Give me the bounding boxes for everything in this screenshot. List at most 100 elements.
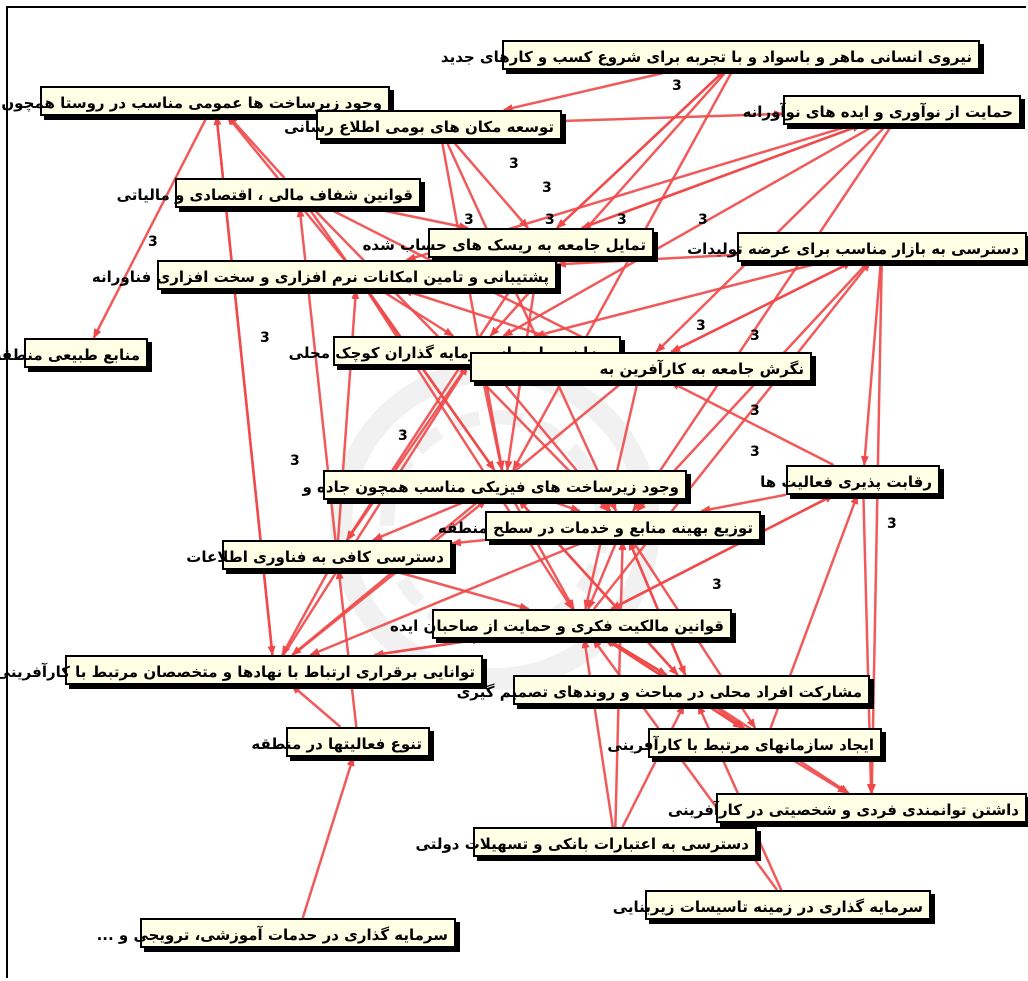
edge-n3-n14 — [444, 139, 618, 512]
edge-n7-n8 — [556, 253, 738, 268]
node-label: تنوع فعالیتها در منطقه — [251, 735, 422, 753]
edge-weight-label: 3 — [696, 318, 706, 334]
node-personal-capability[interactable]: داشتن توانمندی فردی و شخصیتی در کارآفرین… — [668, 793, 1027, 823]
edge-n19-n21 — [788, 756, 848, 795]
edge-weight-label: 3 — [464, 212, 474, 228]
edge-n18-n16 — [606, 637, 668, 677]
edge-n8-n10 — [380, 288, 455, 338]
edge-n15-n16 — [389, 568, 530, 611]
node-education-investment[interactable]: سرمایه گذاری در حدمات آموزشی، ترویجی و .… — [97, 918, 456, 948]
edge-n12-n14 — [700, 493, 787, 514]
edge-n5-n2 — [227, 115, 286, 179]
edge-n3-n6 — [451, 139, 529, 229]
node-label: منابع طبیعی منطقه — [0, 346, 140, 364]
edge-n1-n13 — [512, 69, 734, 471]
edge-n4-n14 — [632, 124, 893, 512]
edge-n3-n13 — [440, 139, 505, 471]
edge-n20-n17 — [290, 684, 342, 728]
edge-n16-n12 — [610, 493, 835, 611]
edge-n13-n15 — [372, 498, 470, 542]
node-financial-laws[interactable]: قوانین شفاف مالی ، اقتصادی و مالیاتی — [117, 178, 421, 208]
node-society-attitude[interactable]: نگرش جامعه به کارآفرین به — [470, 352, 812, 382]
node-infrastructure-investment[interactable]: سرمایه گذاری در زمینه تاسیسات زیربنایی — [613, 890, 931, 920]
node-activity-diversity[interactable]: تنوع فعالیتها در منطقه — [251, 727, 430, 757]
edge-weight-label: 3 — [672, 78, 682, 94]
edge-n14-n15 — [451, 538, 486, 547]
edge-n20-n15 — [335, 569, 358, 728]
node-label: تمایل جامعه به ریسک های حساب شده — [362, 236, 646, 254]
node-label: وجود زیرساخت ها عمومی مناسب در روستا همچ… — [1, 94, 382, 112]
edge-n22-n21 — [727, 820, 760, 829]
node-competitiveness[interactable]: رقابت پذیری فعالیت ها — [760, 465, 940, 495]
edge-n17-n16 — [374, 636, 483, 657]
edge-n22-n18 — [621, 704, 686, 828]
edge-n2-n9 — [92, 115, 209, 339]
node-label: مشارکت افراد محلی در مباحث و روندهای تصم… — [456, 683, 862, 701]
node-market-access[interactable]: دسترسی به بازار مناسب برای عرضه تولیدات — [687, 232, 1027, 262]
edge-weight-label: 3 — [698, 212, 708, 228]
edge-n7-n21 — [867, 261, 883, 794]
edge-weight-label: 3 — [398, 428, 408, 444]
node-label: نگرش جامعه به کارآفرین به — [599, 360, 804, 378]
node-label: داشتن توانمندی فردی و شخصیتی در کارآفرین… — [667, 801, 1019, 819]
edge-weight-label: 3 — [509, 156, 519, 172]
edge-n4-n10 — [502, 123, 877, 338]
edge-n17-n10 — [282, 365, 469, 656]
edge-n7-n12 — [860, 261, 883, 466]
node-label: توزیع بهینه منابع و خدمات در سطح منطقه — [437, 519, 753, 537]
edge-n7-n10 — [534, 260, 824, 338]
edge-weight-label: 3 — [617, 212, 627, 228]
edge-n18-n14 — [628, 540, 687, 676]
node-entrepreneurship-orgs[interactable]: ایجاد سازمانهای مرتبط با کارآفرینی — [607, 728, 882, 758]
node-label: توسعه مکان های بومی اطلاع رسانی — [284, 118, 554, 136]
node-it-access[interactable]: دسترسی کافی به فناوری اطلاعات — [186, 540, 452, 570]
node-tech-support[interactable]: پشتیبانی و تامین امکانات نرم افزاری و سخ… — [92, 260, 557, 290]
node-label: نیروی انسانی ماهر و باسواد و با تجربه بر… — [440, 48, 972, 66]
edge-weight-label: 3 — [750, 403, 760, 419]
node-label: دسترسی به اعتبارات بانکی و تسهیلات دولتی — [415, 835, 749, 853]
edge-n15-n17 — [281, 569, 330, 656]
edge-n23-n20 — [301, 756, 355, 919]
node-skilled-workforce[interactable]: نیروی انسانی ماهر و باسواد و با تجربه بر… — [441, 40, 980, 70]
edge-n3-n4 — [561, 110, 784, 123]
edge-n17-n13 — [291, 499, 488, 656]
edge-n16-n7 — [592, 261, 872, 610]
edge-weight-label: 3 — [750, 328, 760, 344]
node-ip-laws[interactable]: قوانین مالکیت فکری و حمایت از صاحبان اید… — [390, 609, 732, 639]
node-networking-ability[interactable]: توانایی برقراری ارتباط با نهادها و متخصص… — [0, 655, 483, 685]
edge-n22-n16 — [581, 638, 614, 828]
edge-weight-label: 3 — [712, 577, 722, 593]
node-label: وجود زیرساخت های فیزیکی مناسب همچون جاده… — [302, 478, 679, 496]
node-label: سرمایه گذاری در حدمات آموزشی، ترویجی و .… — [96, 926, 448, 944]
edge-n10-n15 — [346, 365, 468, 541]
edge-weight-label: 3 — [290, 453, 300, 469]
edge-n8-n13 — [366, 289, 496, 471]
node-label: حمایت از نوآوری و ایده های نوآورانه — [742, 103, 1013, 121]
edge-weight-label: 3 — [545, 212, 555, 228]
node-local-participation[interactable]: مشارکت افراد محلی در مباحث و روندهای تصم… — [457, 675, 870, 705]
edge-n13-n14 — [547, 498, 581, 513]
node-local-info-centers[interactable]: توسعه مکان های بومی اطلاع رسانی — [284, 110, 562, 140]
edge-weight-label: 3 — [148, 234, 158, 250]
node-label: ایجاد سازمانهای مرتبط با کارآفرینی — [607, 736, 874, 754]
edge-n7-n14 — [636, 261, 869, 512]
edge-n6-n4 — [581, 123, 863, 230]
edge-weight-label: 3 — [542, 180, 552, 196]
edge-n14-n16 — [587, 540, 618, 610]
edge-n18-n19 — [711, 703, 746, 730]
diagram-frame — [6, 6, 1026, 978]
edge-n1-n10 — [489, 69, 729, 337]
node-resource-distribution[interactable]: توزیع بهینه منابع و خدمات در سطح منطقه — [438, 511, 761, 541]
edge-weight-label: 3 — [260, 330, 270, 346]
node-risk-tolerance[interactable]: تمایل جامعه به ریسک های حساب شده — [363, 228, 654, 258]
edge-n15-n8 — [336, 289, 360, 541]
node-label: رقابت پذیری فعالیت ها — [760, 473, 932, 491]
node-bank-credit[interactable]: دسترسی به اعتبارات بانکی و تسهیلات دولتی — [416, 827, 757, 857]
node-label: قوانین شفاف مالی ، اقتصادی و مالیاتی — [116, 186, 413, 204]
edge-n12-n11 — [669, 380, 835, 467]
node-physical-infrastructure[interactable]: وجود زیرساخت های فیزیکی مناسب همچون جاده… — [302, 470, 687, 500]
node-natural-resources[interactable]: منابع طبیعی منطقه — [0, 338, 148, 368]
edge-n14-n17 — [309, 539, 588, 657]
edge-n6-n1 — [556, 69, 726, 229]
node-innovation-support[interactable]: حمایت از نوآوری و ایده های نوآورانه — [743, 95, 1021, 125]
